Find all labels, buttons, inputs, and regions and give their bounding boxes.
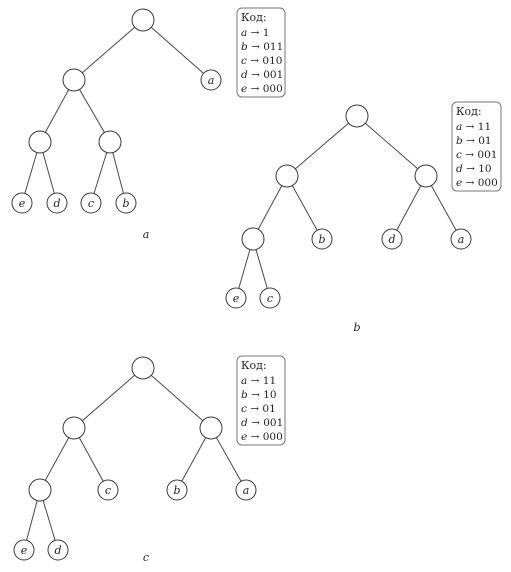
edge (73, 79, 111, 143)
tree-node (131, 356, 155, 380)
code-entry: c → 01 (241, 403, 276, 415)
tree-c: c b a e d c Код: a → 11 b → 10 c → 01 d … (13, 355, 286, 564)
edge (252, 175, 288, 240)
tree-node (241, 227, 265, 251)
leaf-node (200, 69, 222, 91)
edge (39, 427, 75, 491)
tree-node (275, 164, 299, 188)
leaf-label: c (267, 292, 273, 305)
tree-node (199, 416, 223, 440)
leaf-node (235, 479, 257, 501)
leaf-node (166, 479, 188, 501)
code-legend-title: Код: (241, 359, 267, 372)
tree-node (28, 478, 52, 502)
leaf-label: d (388, 233, 395, 246)
code-entry: e → 000 (241, 83, 283, 95)
tree-node (28, 130, 52, 154)
code-entry: a → 1 (241, 27, 269, 39)
code-entry: d → 10 (456, 163, 492, 175)
edge (425, 175, 462, 240)
leaf-node (450, 228, 472, 250)
tree-node (98, 130, 122, 154)
edge (286, 115, 358, 177)
edge (286, 175, 323, 240)
code-legend-title: Код: (456, 105, 482, 118)
code-legend-box (451, 101, 502, 192)
tree-node (345, 104, 369, 128)
code-entry: d → 001 (241, 417, 283, 429)
edge (39, 79, 75, 143)
leaf-label: d (54, 544, 61, 557)
tree-node (62, 416, 86, 440)
tree-node (131, 8, 155, 32)
code-entry: c → 001 (456, 149, 497, 161)
tree-a: a e d c b a Код: a → 1 b → 011 c → 010 d… (11, 7, 286, 241)
code-legend: Код: a → 11 b → 10 c → 01 d → 001 e → 00… (236, 355, 286, 446)
leaf-label: e (19, 197, 26, 210)
code-legend-box (236, 355, 286, 446)
tree-node (414, 164, 438, 188)
leaf-node (11, 192, 33, 214)
leaf-node (311, 228, 333, 250)
caption: c (143, 551, 149, 564)
tree-node (62, 68, 86, 92)
leaf-node (259, 287, 281, 309)
caption: a (143, 228, 150, 241)
leaf-label: a (458, 233, 465, 246)
tree-b: b d a e c b Код: a → 11 b → 01 c → 001 d… (225, 101, 502, 334)
leaf-label: e (233, 292, 240, 305)
code-entry: d → 001 (241, 69, 283, 81)
leaf-node (46, 192, 68, 214)
leaf-node (97, 479, 119, 501)
leaf-label: b (122, 197, 129, 210)
code-legend: Код: a → 11 b → 01 c → 001 d → 10 e → 00… (451, 101, 502, 192)
code-legend-box (236, 7, 286, 98)
edge (356, 115, 427, 177)
leaf-node (115, 192, 137, 214)
leaf-label: a (208, 74, 215, 87)
leaf-node (47, 539, 69, 561)
leaf-label: d (53, 197, 60, 210)
code-legend-title: Код: (241, 11, 267, 24)
code-entry: b → 011 (241, 41, 283, 53)
code-entry: b → 01 (456, 135, 492, 147)
edge (176, 427, 212, 491)
edge (210, 427, 247, 491)
leaf-label: c (88, 197, 94, 210)
code-entry: c → 010 (241, 55, 282, 67)
leaf-label: b (318, 233, 325, 246)
leaf-label: c (105, 484, 111, 497)
leaf-label: b (173, 484, 180, 497)
edge (142, 19, 212, 81)
edge (73, 19, 144, 81)
leaf-node (225, 287, 247, 309)
code-legend: Код: a → 1 b → 011 c → 010 d → 001 e → 0… (236, 7, 286, 98)
code-entry: b → 10 (241, 389, 277, 401)
leaf-label: e (21, 544, 28, 557)
caption: b (353, 321, 360, 334)
edge (142, 367, 212, 429)
leaf-node (13, 539, 35, 561)
code-entry: e → 000 (241, 431, 283, 443)
edge (73, 427, 109, 491)
code-entry: e → 000 (456, 177, 498, 189)
code-entry: a → 11 (456, 121, 491, 133)
leaf-node (381, 228, 403, 250)
edge (73, 367, 144, 429)
leaf-node (80, 192, 102, 214)
code-entry: a → 11 (241, 375, 276, 387)
edge (391, 175, 427, 240)
leaf-label: a (243, 484, 250, 497)
